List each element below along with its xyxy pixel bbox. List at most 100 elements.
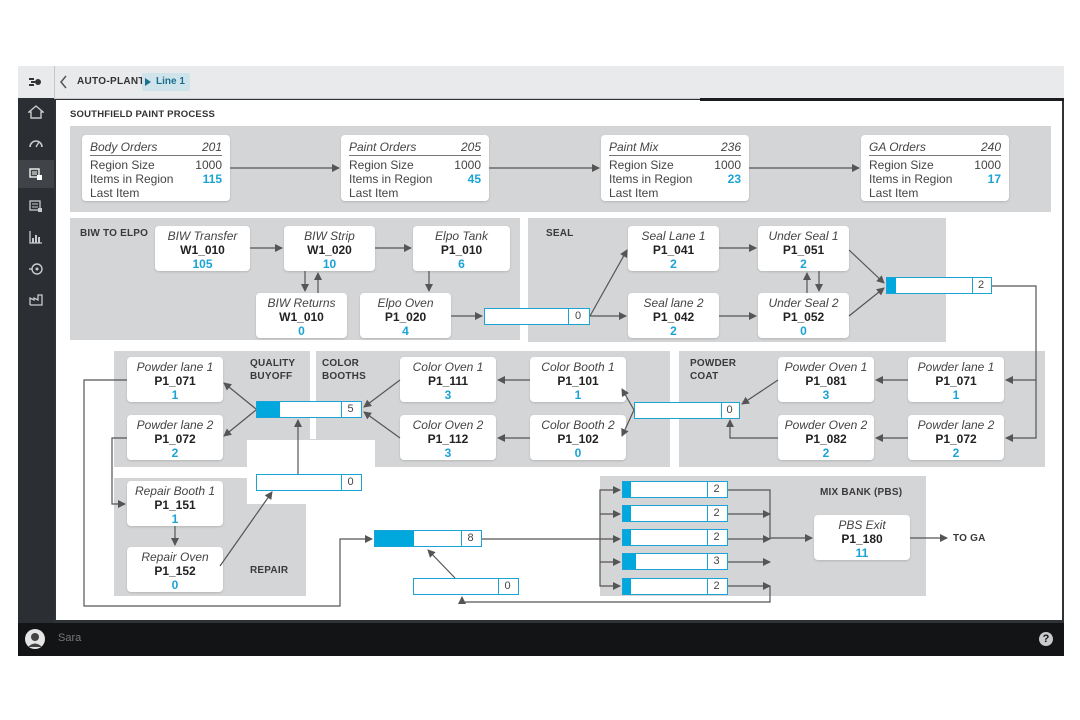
buffer-divider bbox=[568, 309, 569, 324]
buffer-fill bbox=[623, 530, 631, 545]
buffer-mix-5[interactable]: 2 bbox=[622, 578, 728, 595]
node-id: W1_010 bbox=[180, 243, 225, 257]
breadcrumb-tab-label: Line 1 bbox=[156, 76, 185, 87]
buffer-value: 0 bbox=[726, 404, 733, 416]
buffer-value: 2 bbox=[713, 507, 720, 519]
node-name: BIW Strip bbox=[304, 229, 355, 243]
separator bbox=[310, 351, 316, 439]
buffer-seal-out[interactable]: 2 bbox=[886, 277, 992, 294]
node-name: Under Seal 1 bbox=[768, 229, 839, 243]
list-view-icon[interactable] bbox=[27, 197, 45, 215]
node-name: Seal lane 2 bbox=[643, 296, 704, 310]
node-count: 3 bbox=[822, 388, 830, 402]
node-name: PBS Exit bbox=[838, 518, 886, 532]
buffer-elpo-out[interactable]: 0 bbox=[484, 308, 590, 325]
node-name: Color Oven 2 bbox=[412, 418, 484, 432]
buffer-mix-3[interactable]: 2 bbox=[622, 529, 728, 546]
node-count: 105 bbox=[192, 257, 213, 271]
label-mix-bank: MIX BANK (PBS) bbox=[820, 487, 903, 498]
node-id: P1_010 bbox=[440, 243, 483, 257]
node-id: P1_042 bbox=[652, 310, 695, 324]
items-value: 23 bbox=[727, 172, 741, 186]
buffer-mix-1[interactable]: 2 bbox=[622, 481, 728, 498]
chart-icon[interactable] bbox=[27, 228, 45, 246]
node-name: Powder lane 2 bbox=[917, 418, 995, 432]
buffer-value: 3 bbox=[713, 555, 720, 567]
node-name: BIW Transfer bbox=[167, 229, 238, 243]
node-id: W1_020 bbox=[307, 243, 352, 257]
user-icon bbox=[28, 633, 42, 647]
avatar[interactable] bbox=[25, 629, 45, 649]
breadcrumb-app[interactable]: AUTO-PLANT bbox=[77, 76, 145, 87]
help-icon[interactable]: ? bbox=[1039, 632, 1053, 646]
label-to-ga: TO GA bbox=[953, 533, 986, 544]
buffer-main[interactable]: 8 bbox=[374, 530, 482, 547]
order-number: 201 bbox=[201, 140, 222, 154]
node-name: Powder lane 2 bbox=[136, 418, 214, 432]
process-view-icon[interactable] bbox=[18, 160, 54, 188]
buffer-powder-in[interactable]: 0 bbox=[634, 402, 740, 419]
app-menu-icon[interactable] bbox=[28, 74, 44, 95]
buffer-return[interactable]: 0 bbox=[413, 578, 519, 595]
node-count: 2 bbox=[822, 446, 830, 460]
node-count: 0 bbox=[800, 324, 807, 338]
node-id: P1_151 bbox=[154, 498, 196, 512]
user-name[interactable]: Sara bbox=[58, 632, 82, 644]
buffer-mix-4[interactable]: 3 bbox=[622, 553, 728, 570]
node-name: Powder Oven 1 bbox=[784, 360, 868, 374]
node-count: 1 bbox=[171, 512, 179, 526]
breadcrumb-tab[interactable]: Line 1 bbox=[142, 73, 190, 91]
node-count: 2 bbox=[171, 446, 179, 460]
node-name: Color Oven 1 bbox=[412, 360, 484, 374]
factory-icon[interactable] bbox=[27, 290, 45, 308]
buffer-repair-out[interactable]: 0 bbox=[256, 474, 362, 491]
buffer-mix-2[interactable]: 2 bbox=[622, 505, 728, 522]
settings-gauge-icon[interactable] bbox=[27, 259, 45, 277]
items-label: Items in Region bbox=[90, 172, 174, 186]
gauge-icon[interactable] bbox=[27, 134, 45, 152]
buffer-value: 8 bbox=[467, 532, 474, 544]
back-chevron-icon[interactable] bbox=[58, 74, 70, 95]
label-powder-coat: POWDER COAT bbox=[690, 358, 737, 382]
items-label: Items in Region bbox=[349, 172, 433, 186]
region-seal bbox=[528, 218, 946, 342]
last-item-label: Last Item bbox=[609, 186, 659, 200]
buffer-value: 0 bbox=[504, 580, 511, 592]
items-label: Items in Region bbox=[609, 172, 693, 186]
node-id: P1_072 bbox=[154, 432, 196, 446]
buffer-value: 5 bbox=[347, 403, 354, 415]
label-color-booths: COLOR BOOTHS bbox=[322, 358, 366, 382]
order-number: 240 bbox=[980, 140, 1001, 154]
buffer-quality[interactable]: 5 bbox=[256, 401, 362, 418]
cutout bbox=[247, 440, 375, 504]
node-id: P1_111 bbox=[427, 374, 469, 388]
node-count: 0 bbox=[574, 446, 582, 460]
home-icon[interactable] bbox=[27, 103, 45, 121]
